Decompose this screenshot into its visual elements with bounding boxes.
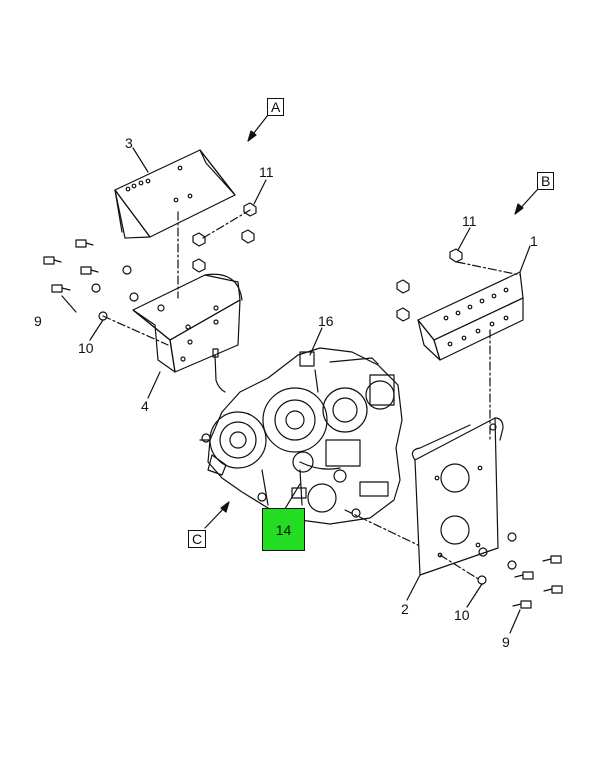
view-arrow-c	[204, 501, 230, 529]
bolts-right	[477, 532, 563, 609]
bolts-left	[43, 239, 139, 321]
view-label-b: B	[537, 172, 555, 190]
bracket-4	[132, 273, 243, 393]
bracket-2	[411, 417, 504, 576]
nuts-right	[396, 248, 463, 322]
callout-14-highlight[interactable]: 14	[262, 508, 305, 551]
callout-9-right[interactable]: 9	[502, 634, 510, 650]
callout-3[interactable]: 3	[125, 135, 133, 151]
callout-11-right[interactable]: 11	[462, 213, 477, 229]
callout-9-left[interactable]: 9	[34, 313, 42, 329]
callout-11-top[interactable]: 11	[259, 164, 274, 180]
transmission-housing	[199, 347, 403, 525]
callout-4[interactable]: 4	[141, 398, 149, 414]
leader-lines	[61, 147, 531, 634]
view-label-c: C	[188, 530, 207, 548]
callout-1[interactable]: 1	[530, 233, 538, 249]
bracket-3	[114, 149, 236, 239]
view-arrow-b	[514, 189, 538, 215]
nuts-bracket-3	[192, 202, 257, 273]
callout-2[interactable]: 2	[401, 601, 409, 617]
callout-10-right[interactable]: 10	[454, 607, 470, 623]
view-label-a: A	[267, 98, 285, 116]
bracket-1	[417, 271, 524, 361]
callout-16[interactable]: 16	[318, 313, 334, 329]
callout-10-left[interactable]: 10	[78, 340, 94, 356]
view-arrow-a	[247, 114, 269, 142]
